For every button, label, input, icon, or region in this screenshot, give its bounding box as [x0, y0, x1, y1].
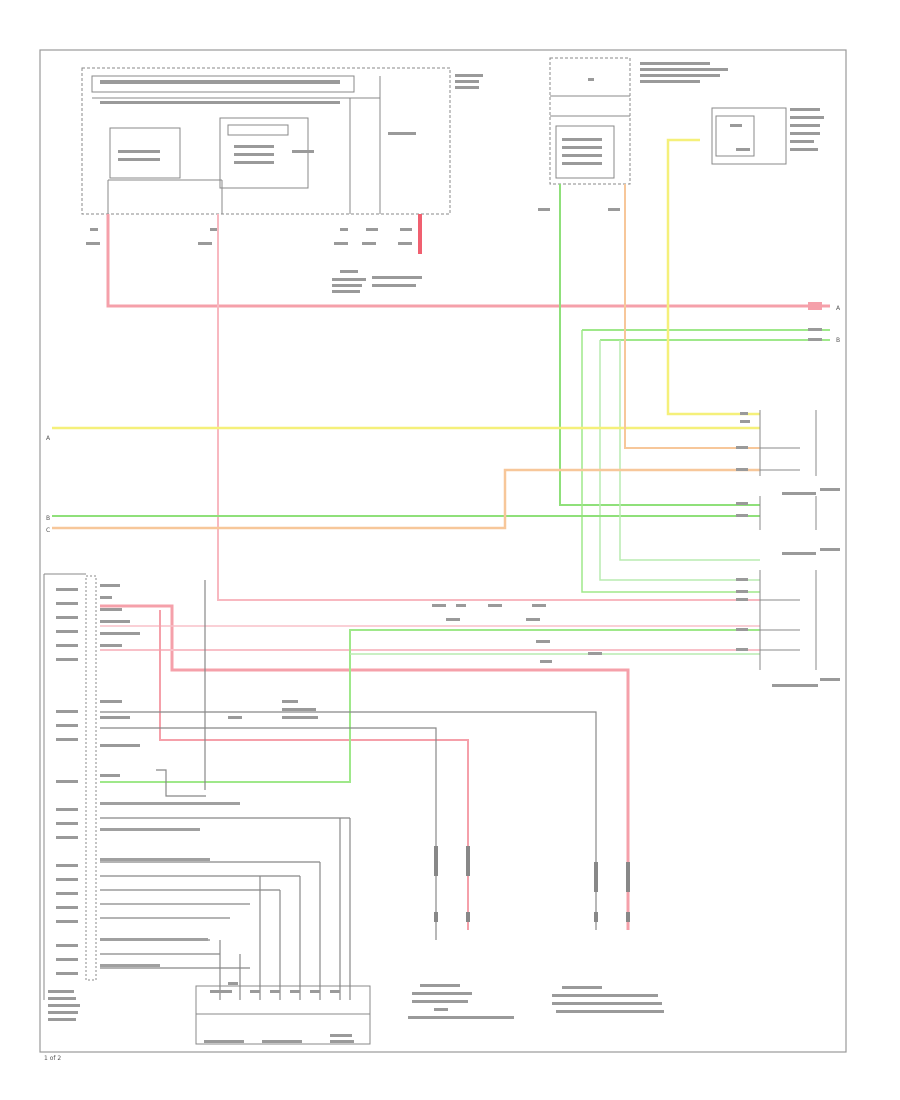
red-wire-lower-4 — [159, 610, 469, 930]
label-b-left: B — [46, 515, 50, 522]
orange-wire-left — [52, 468, 760, 530]
green-wire-582 — [581, 330, 760, 593]
top-right-module-text — [538, 62, 824, 211]
top-right-module — [549, 57, 787, 185]
red-wire-tag — [808, 302, 822, 310]
red-fuse-segment — [418, 214, 422, 254]
label-a-left: A — [46, 435, 51, 442]
label-c-left: C — [46, 527, 50, 534]
right-connectors — [759, 410, 817, 670]
lower-mid-connectors — [434, 846, 630, 922]
label-a-bar: A — [836, 305, 841, 312]
pink-wire-long — [217, 214, 760, 601]
page-number: 1 of 2 — [44, 1055, 61, 1062]
red-wire-main — [106, 214, 830, 308]
lower-left-connector-pins — [48, 584, 354, 1043]
green-wire-600 — [599, 340, 760, 581]
green-wire-right — [559, 184, 760, 506]
label-b-bar: B — [836, 337, 840, 344]
yellow-wire-right — [666, 138, 760, 416]
green-wire-cross — [619, 340, 760, 561]
gray-wires-lower — [100, 580, 597, 1000]
bus-bars — [100, 802, 240, 967]
top-left-module — [81, 67, 451, 215]
lower-mid-text — [228, 604, 664, 1019]
top-left-module-text — [86, 74, 483, 293]
diagram-frame — [39, 49, 847, 1053]
right-connector-text — [736, 328, 840, 687]
lower-left-connector — [43, 573, 371, 1045]
red-wire-lower-1 — [100, 604, 630, 930]
green-wire-lower — [100, 629, 760, 783]
orange-wire-right — [624, 184, 760, 449]
